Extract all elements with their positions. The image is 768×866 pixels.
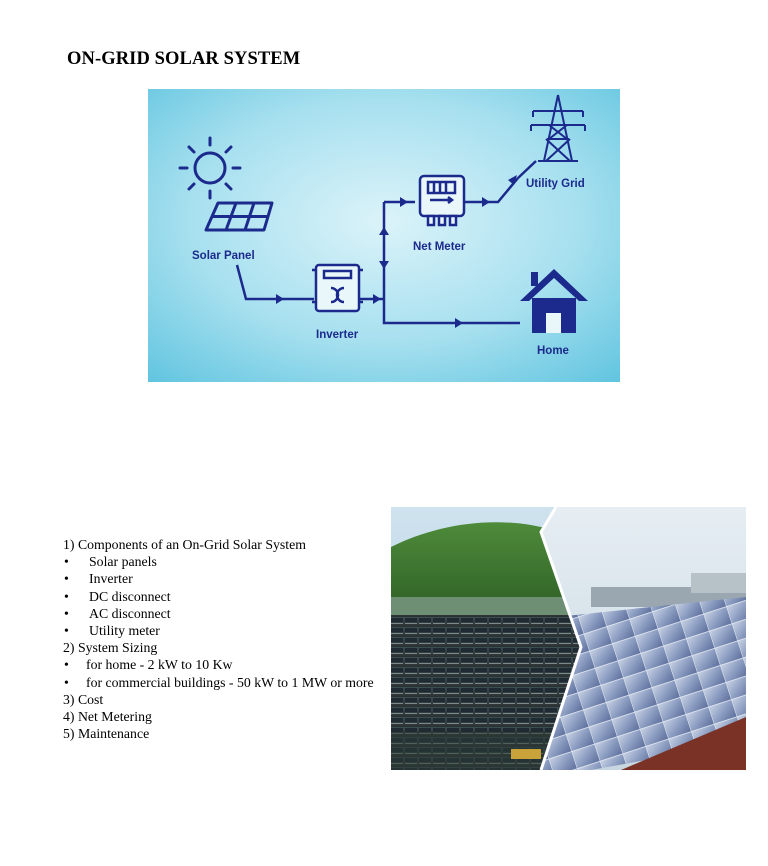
solar-panel-icon [204, 201, 274, 232]
net-meter-label: Net Meter [413, 241, 466, 253]
flow-arrows [276, 175, 517, 328]
page-title: ON-GRID SOLAR SYSTEM [67, 49, 301, 69]
heading-system-sizing: 2) System Sizing [63, 640, 158, 656]
solar-panel-label: Solar Panel [192, 250, 255, 262]
heading-components: 1) Components of an On-Grid Solar System [63, 537, 306, 552]
solar-farm-photo [391, 506, 746, 771]
list-item: •Inverter [64, 571, 133, 587]
inverter-label: Inverter [316, 329, 359, 341]
home-icon [520, 269, 588, 333]
heading-maintenance: 5) Maintenance [63, 726, 150, 742]
on-grid-solar-diagram: Solar Panel [148, 89, 620, 382]
heading-net-metering: 4) Net Metering [63, 708, 152, 724]
heading-cost: 3) Cost [63, 691, 104, 707]
list-item: •for commercial buildings - 50 kW to 1 M… [64, 674, 374, 690]
list-item: •Utility meter [64, 622, 160, 638]
list-item: •Solar panels [64, 554, 157, 570]
content-list: 1) Components of an On-Grid Solar System… [63, 536, 374, 742]
net-meter-icon [418, 174, 466, 227]
list-item: •for home - 2 kW to 10 Kw [64, 657, 233, 673]
list-item: •DC disconnect [64, 588, 171, 604]
sun-icon [178, 136, 242, 200]
list-item: •AC disconnect [64, 605, 171, 621]
utility-grid-label: Utility Grid [526, 178, 585, 190]
inverter-icon [312, 263, 363, 313]
transmission-tower-icon [530, 94, 586, 162]
home-label: Home [537, 345, 569, 357]
